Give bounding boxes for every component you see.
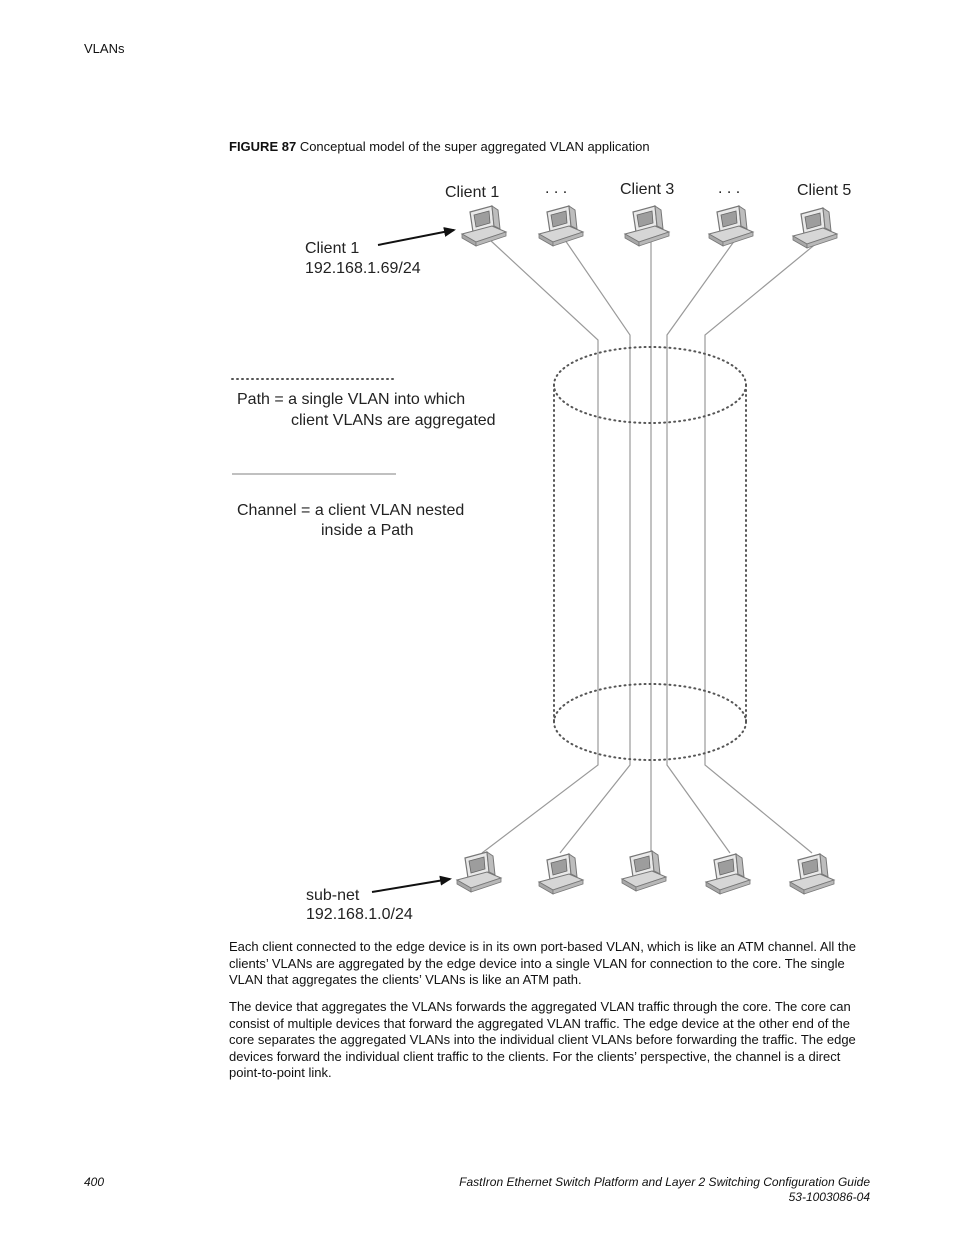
computer-icon: [538, 853, 584, 895]
page-number: 400: [84, 1175, 105, 1189]
client-5-label: Client 5: [797, 182, 851, 199]
body-paragraph-2: The device that aggregates the VLANs for…: [229, 999, 856, 1080]
channel-link-1: [481, 239, 599, 854]
computer-icon: [624, 205, 670, 247]
body-paragraph-1: Each client connected to the edge device…: [229, 939, 856, 987]
legend-path-line-2: client VLANs are aggregated: [291, 412, 496, 429]
cylinder-bottom: [553, 683, 747, 761]
client-callout-arrow: [377, 227, 456, 246]
subnet-callout-name: sub-net: [306, 887, 360, 904]
figure-caption: FIGURE 87 Conceptual model of the super …: [229, 139, 650, 154]
computer-icon: [789, 853, 835, 895]
subnet-callout-arrow: [371, 875, 452, 893]
figure-title: Conceptual model of the super aggregated…: [299, 139, 650, 154]
footer-doc-title: FastIron Ethernet Switch Platform and La…: [459, 1175, 870, 1189]
ellipsis-2: . . .: [718, 180, 740, 197]
channel-link-4: [666, 239, 736, 854]
client-callout-name: Client 1: [305, 240, 359, 257]
ellipsis-1: . . .: [545, 180, 567, 197]
cylinder-top: [553, 346, 747, 424]
footer-doc-info: FastIron Ethernet Switch Platform and La…: [459, 1175, 870, 1205]
channel-link-2: [559, 239, 631, 854]
figure-number: FIGURE 87: [229, 139, 297, 154]
running-head: VLANs: [84, 41, 125, 56]
computer-icon: [705, 853, 751, 895]
computer-icon: [708, 205, 754, 247]
computer-icon: [792, 207, 838, 249]
path-cylinder: [553, 346, 747, 761]
subnet-computers: [456, 850, 835, 895]
subnet-callout-ip: 192.168.1.0/24: [306, 906, 413, 923]
client-links: [481, 239, 819, 855]
client-3-label: Client 3: [620, 181, 674, 198]
computer-icon: [538, 205, 584, 247]
client-1-label: Client 1: [445, 184, 499, 201]
client-computers: [461, 205, 838, 249]
computer-icon: [621, 850, 667, 892]
computer-icon: [461, 205, 507, 247]
legend-channel-line-2: inside a Path: [321, 522, 414, 539]
legend-channel-line-1: Channel = a client VLAN nested: [237, 502, 464, 519]
client-callout-ip: 192.168.1.69/24: [305, 260, 421, 277]
computer-icon: [456, 851, 502, 893]
vlan-diagram: Client 1 . . . Client 3 . . . Client 5 C…: [231, 180, 851, 923]
legend-path-line-1: Path = a single VLAN into which: [237, 391, 465, 408]
channel-link-5: [704, 241, 819, 854]
footer-doc-number: 53-1003086-04: [788, 1190, 870, 1204]
